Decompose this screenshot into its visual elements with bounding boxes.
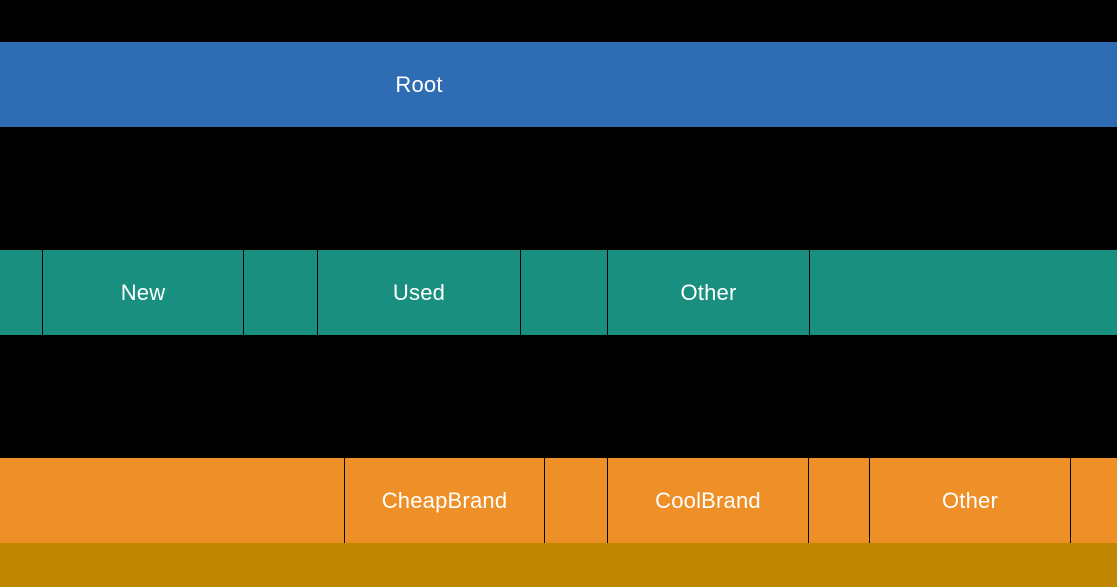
icicle-segment-condition-0[interactable] [0,250,42,335]
icicle-segment-root-2[interactable] [520,42,1117,127]
icicle-segment-other[interactable]: Other [870,458,1070,543]
icicle-segment-label: Root [395,71,443,97]
icicle-segment-other[interactable]: Other [608,250,809,335]
icicle-segment-condition-6[interactable] [810,250,1117,335]
icicle-segment-label: CoolBrand [655,487,761,513]
icicle-level-leaf [0,543,1117,587]
icicle-segment-condition-2[interactable] [244,250,317,335]
icicle-segment-label: Other [680,279,737,305]
icicle-segment-label: New [120,279,166,305]
icicle-level-condition: New Used Other [0,250,1117,335]
icicle-level-root: Root [0,42,1117,127]
icicle-segment-root[interactable]: Root [318,42,520,127]
icicle-level-brand: CheapBrand CoolBrand Other [0,458,1117,543]
icicle-segment-condition-4[interactable] [521,250,607,335]
icicle-segment-root-0[interactable] [0,42,318,127]
icicle-segment-leaf-0[interactable] [0,543,1117,587]
icicle-segment-new[interactable]: New [43,250,243,335]
icicle-segment-used[interactable]: Used [318,250,520,335]
icicle-segment-brand-0[interactable] [0,458,344,543]
icicle-segment-label: CheapBrand [381,487,508,513]
icicle-segment-brand-2[interactable] [545,458,607,543]
icicle-segment-label: Used [392,279,446,305]
icicle-segment-label: Other [941,487,999,513]
icicle-segment-brand-4[interactable] [809,458,869,543]
icicle-segment-cheapbrand[interactable]: CheapBrand [345,458,544,543]
icicle-segment-coolbrand[interactable]: CoolBrand [608,458,808,543]
icicle-segment-brand-6[interactable] [1071,458,1117,543]
